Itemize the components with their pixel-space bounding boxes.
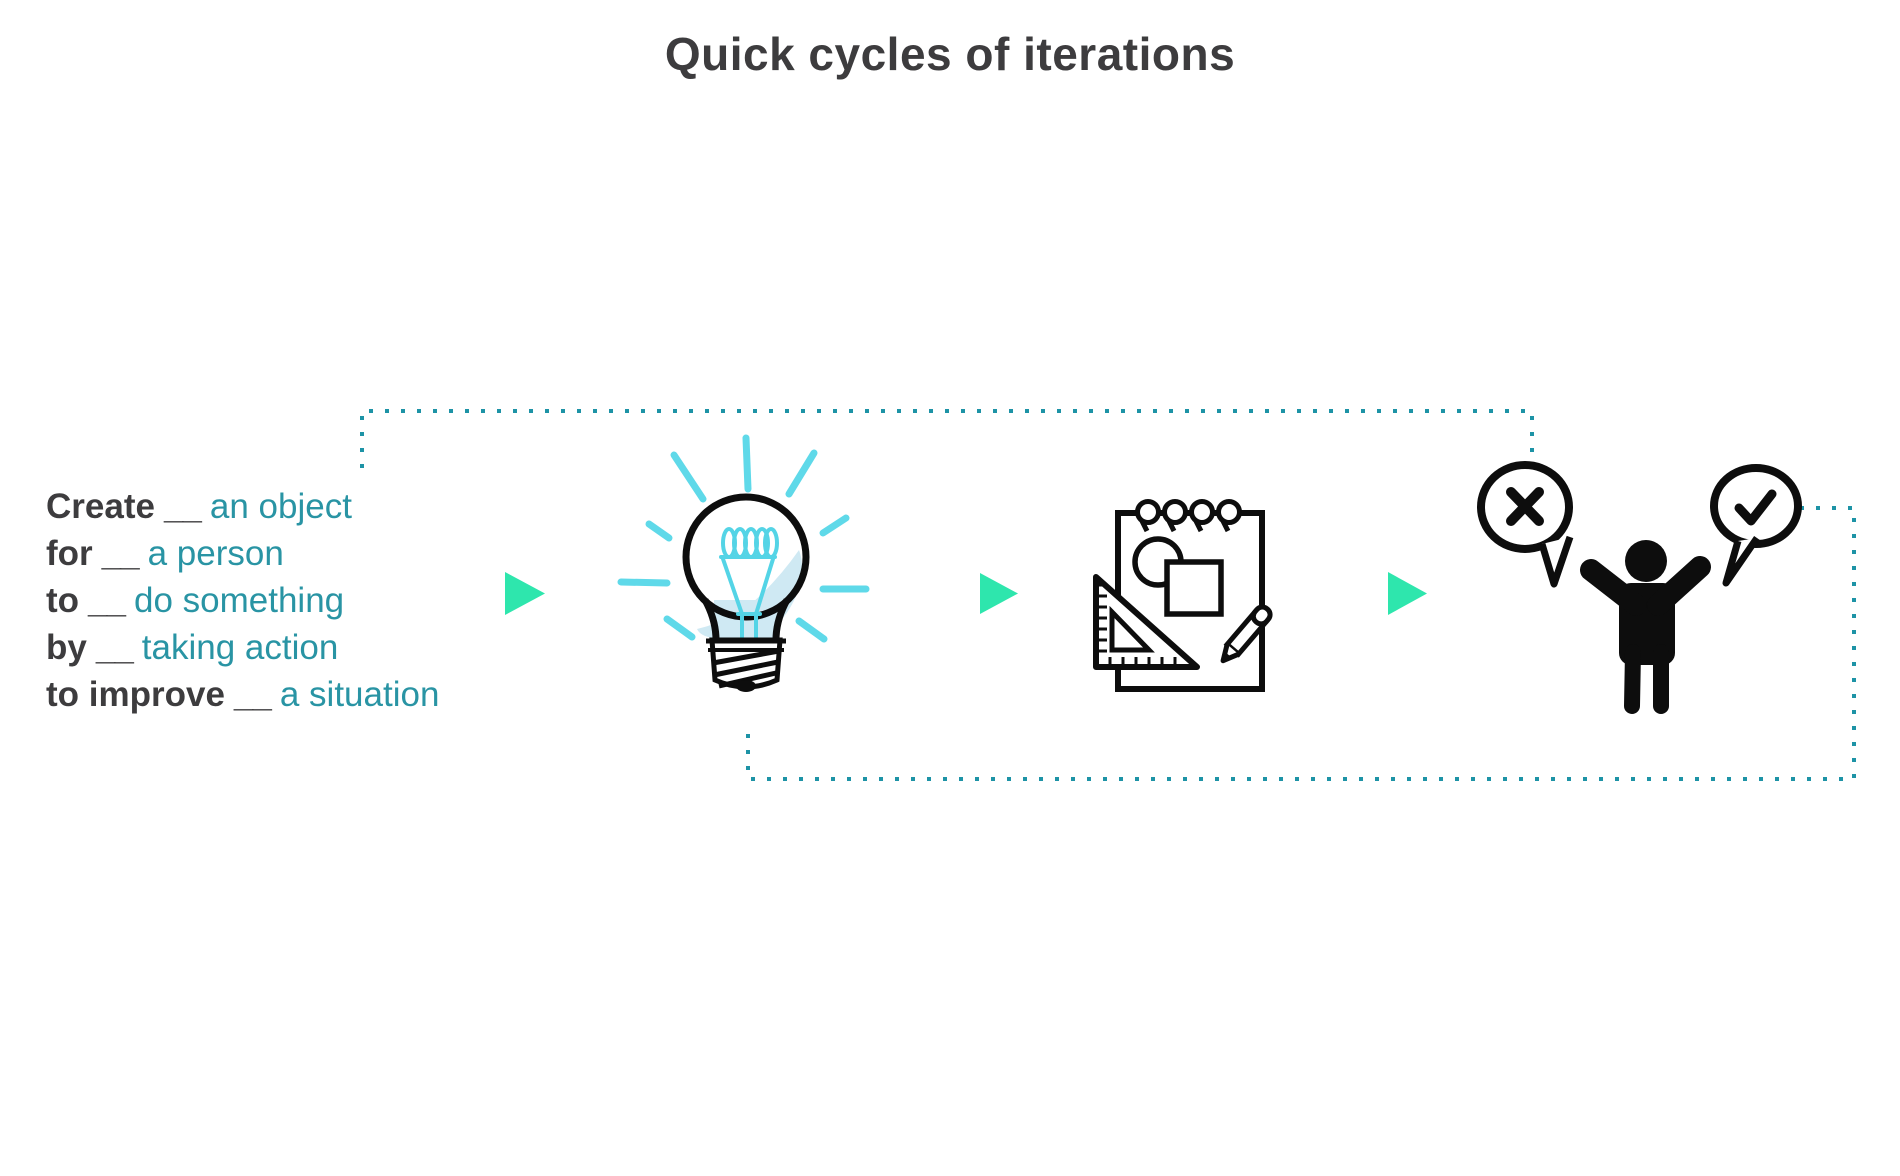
check-icon (1734, 489, 1777, 526)
statement-blank: __ (88, 581, 126, 620)
statement-teal-text: taking action (141, 628, 339, 667)
sketch-square (1164, 559, 1224, 617)
bulb-filament (719, 527, 779, 639)
statement-line: Create__an object (46, 483, 439, 530)
statement-bold-text: by (46, 628, 87, 667)
statement-teal-text: a person (147, 534, 284, 573)
statement-blank: __ (233, 675, 272, 714)
check-bubble-icon (1710, 464, 1802, 587)
flow-arrow-1 triangle-right-icon (505, 572, 545, 615)
pencil (1220, 604, 1273, 664)
sketchpad-icon (1093, 499, 1273, 692)
statement-block: Create__an object for__a person to__do s… (46, 483, 439, 718)
cheering-person-icon (1580, 540, 1711, 714)
lightbulb-icon (617, 434, 870, 692)
statement-line: to__do something (46, 577, 439, 624)
bulb-glass-outline (682, 493, 810, 621)
set-square (1093, 574, 1200, 670)
light-rays (617, 434, 870, 643)
statement-bold-text: to (46, 581, 80, 620)
loop-return-dotted-line (746, 506, 1856, 781)
statement-bold-text: to improve (46, 675, 225, 714)
statement-blank: __ (95, 628, 134, 667)
statement-bold-text: Create (46, 487, 155, 526)
cross-icon (1506, 487, 1544, 526)
spiral-binding (1135, 499, 1242, 533)
cheering-person-feedback-group (1477, 461, 1802, 714)
statement-teal-text: an object (209, 487, 352, 526)
statement-line: by__taking action (46, 624, 439, 671)
page-title: Quick cycles of iterations (664, 28, 1236, 80)
bulb-screw-base (706, 637, 786, 692)
statement-line: for__a person (46, 530, 439, 577)
statement-teal-text: a situation (279, 675, 440, 714)
flow-arrow-2 triangle-right-icon (980, 573, 1018, 614)
statement-blank: __ (101, 534, 140, 573)
cross-bubble-icon (1477, 461, 1574, 588)
statement-bold-text: for (46, 534, 93, 573)
statement-line: to improve__a situation (46, 671, 439, 718)
flow-arrow-3 triangle-right-icon (1388, 572, 1427, 615)
bulb-tip (736, 680, 756, 692)
loop-top-dotted-line (360, 409, 1534, 468)
statement-blank: __ (163, 487, 202, 526)
statement-teal-text: do something (133, 581, 345, 620)
